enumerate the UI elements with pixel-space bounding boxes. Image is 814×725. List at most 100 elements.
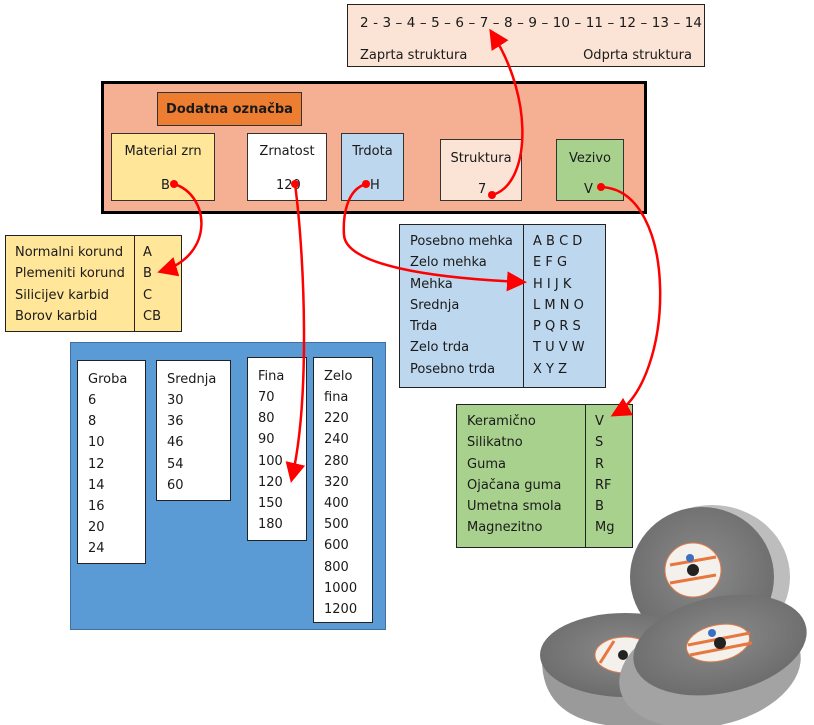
grit-value: 70 xyxy=(258,390,275,405)
table-row-code: CB xyxy=(143,309,161,324)
grit-column-title-line2: fina xyxy=(324,390,349,405)
field-label: Trdota xyxy=(352,144,393,159)
field-grit: Zrnatost 120 xyxy=(247,133,327,201)
table-row-code: C xyxy=(143,288,153,303)
grit-column-title: Groba xyxy=(88,372,128,387)
field-hardness: Trdota H xyxy=(341,133,404,201)
table-row-code: S xyxy=(595,435,604,450)
table-row-code: RF xyxy=(595,478,612,493)
grit-value: 120 xyxy=(258,475,283,490)
table-row-name: Plemeniti korund xyxy=(15,266,125,281)
table-row-code: B xyxy=(595,499,604,514)
table-row-name: Trda xyxy=(410,319,438,334)
field-bond: Vezivo V xyxy=(556,139,624,201)
table-row-code: Mg xyxy=(595,520,615,535)
table-row-code: X Y Z xyxy=(533,362,568,377)
grit-value: 36 xyxy=(167,414,184,429)
grit-value: 16 xyxy=(88,499,105,514)
grit-value: 10 xyxy=(88,435,105,450)
table-row-name: Silikatno xyxy=(467,435,523,450)
table-row-name: Umetna smola xyxy=(467,499,562,514)
table-row-code: A xyxy=(143,245,152,260)
grinding-wheels-image xyxy=(540,505,807,725)
table-row-code: T U V W xyxy=(533,340,585,355)
field-label: Vezivo xyxy=(569,151,611,166)
grit-column-very-fine: Zelo fina 220 240 280 320 400 500 600 80… xyxy=(313,357,373,623)
grit-value: 500 xyxy=(324,517,349,532)
grit-column-title: Zelo xyxy=(324,369,353,384)
grit-value: 14 xyxy=(88,478,105,493)
field-value: B xyxy=(161,178,170,193)
grit-value: 90 xyxy=(258,432,275,447)
table-row-name: Srednja xyxy=(410,298,460,313)
column-divider xyxy=(585,405,586,547)
grit-value: 30 xyxy=(167,393,184,408)
arrow-bond xyxy=(600,185,662,417)
field-value: V xyxy=(584,182,593,197)
grit-value: 320 xyxy=(324,475,349,490)
grit-value: 46 xyxy=(167,435,184,450)
grit-column-title: Fina xyxy=(258,369,285,384)
closed-structure-label: Zaprta struktura xyxy=(360,48,468,63)
table-row-name: Mehka xyxy=(410,277,453,292)
table-row-name: Zelo trda xyxy=(410,340,470,355)
table-row-code: P Q R S xyxy=(533,319,581,334)
grit-value: 100 xyxy=(258,454,283,469)
wheel-front xyxy=(619,594,807,725)
field-label: Struktura xyxy=(450,151,512,166)
table-row-code: R xyxy=(595,457,605,472)
table-row-code: B xyxy=(143,266,152,281)
table-row-code: L M N O xyxy=(533,298,584,313)
designation-frame: Dodatna označba Material zrn B Zrnatost … xyxy=(101,81,647,214)
grit-value: 20 xyxy=(88,520,105,535)
table-row-name: Guma xyxy=(467,457,506,472)
table-row-name: Keramično xyxy=(467,414,536,429)
designation-title-box: Dodatna označba xyxy=(157,92,302,126)
bond-table: Keramično V Silikatno S Guma R Ojačana g… xyxy=(456,404,633,548)
column-divider xyxy=(134,236,135,331)
grit-value: 12 xyxy=(88,457,105,472)
table-row-name: Normalni korund xyxy=(15,245,124,260)
table-row-name: Ojačana guma xyxy=(467,478,562,493)
grit-panel: Groba 6 8 10 12 14 16 20 24 Srednja 30 3… xyxy=(70,342,386,630)
grit-value: 180 xyxy=(258,517,283,532)
field-value: 120 xyxy=(276,178,301,193)
grit-value: 54 xyxy=(167,457,184,472)
field-value: 7 xyxy=(478,182,487,197)
designation-title: Dodatna označba xyxy=(166,101,293,117)
grit-value: 1200 xyxy=(324,602,358,617)
grit-column-fine: Fina 70 80 90 100 120 150 180 xyxy=(247,357,307,541)
grit-value: 60 xyxy=(167,478,184,493)
grit-value: 220 xyxy=(324,411,349,426)
structure-scale-box: 2 - 3 – 4 – 5 – 6 – 7 – 8 – 9 – 10 – 11 … xyxy=(347,4,705,67)
field-label: Zrnatost xyxy=(259,144,315,159)
open-structure-label: Odprta struktura xyxy=(583,48,692,63)
table-row-code: V xyxy=(595,414,604,429)
grit-value: 600 xyxy=(324,538,349,553)
hardness-table: Posebno mehka A B C D Zelo mehka E F G M… xyxy=(399,224,606,388)
grit-column-medium: Srednja 30 36 46 54 60 xyxy=(156,360,231,501)
table-row-name: Posebno mehka xyxy=(410,234,513,249)
table-row-name: Posebno trda xyxy=(410,362,496,377)
field-value: H xyxy=(370,178,380,193)
grit-value: 6 xyxy=(88,393,97,408)
table-row-code: A B C D xyxy=(533,234,583,249)
grit-value: 1000 xyxy=(324,581,358,596)
grain-material-table: Normalni korund A Plemeniti korund B Sil… xyxy=(5,235,182,332)
grit-value: 800 xyxy=(324,560,349,575)
grit-column-coarse: Groba 6 8 10 12 14 16 20 24 xyxy=(77,360,146,564)
table-row-name: Zelo mehka xyxy=(410,255,487,270)
grit-value: 150 xyxy=(258,496,283,511)
grit-value: 400 xyxy=(324,496,349,511)
field-label: Material zrn xyxy=(124,144,202,159)
grit-column-title: Srednja xyxy=(167,372,217,387)
table-row-name: Borov karbid xyxy=(15,309,98,324)
field-grain-material: Material zrn B xyxy=(111,133,215,201)
grit-value: 80 xyxy=(258,411,275,426)
table-row-code: E F G xyxy=(533,255,568,270)
grit-value: 24 xyxy=(88,541,105,556)
table-row-name: Magnezitno xyxy=(467,520,543,535)
table-row-name: Silicijev karbid xyxy=(15,288,110,303)
grit-value: 8 xyxy=(88,414,97,429)
field-structure: Struktura 7 xyxy=(440,139,522,201)
